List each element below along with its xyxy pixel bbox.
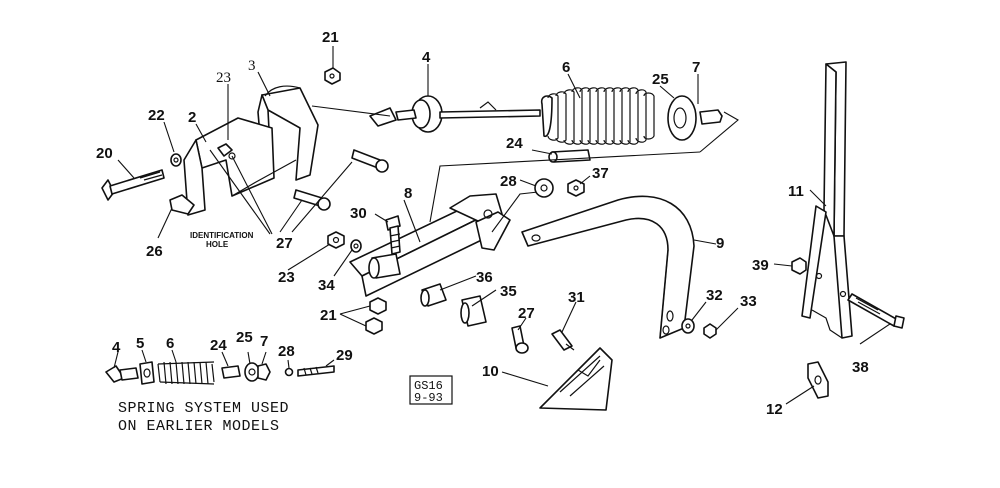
callout-11: 11 xyxy=(788,183,804,200)
bolt-part-31 xyxy=(551,329,575,351)
drawing-code-line2: 9-93 xyxy=(414,391,443,405)
callout-38: 38 xyxy=(852,359,869,376)
callout-8: 8 xyxy=(404,185,412,202)
callout-4-inset: 4 xyxy=(112,339,121,356)
pin-part-27-bottom xyxy=(511,325,529,354)
shovel-part-10 xyxy=(539,347,613,411)
spring-part-6 xyxy=(540,87,655,145)
nut-part-39 xyxy=(791,257,807,275)
standard-part-11 xyxy=(801,61,853,339)
washer-part-28-top xyxy=(534,178,554,198)
callout-22: 22 xyxy=(148,107,165,124)
callout-34: 34 xyxy=(318,277,335,294)
callout-31: 31 xyxy=(568,289,585,306)
bushing-arm xyxy=(368,253,401,279)
callout-23-top: 23 xyxy=(216,70,231,86)
pin-part-27-lower xyxy=(293,189,331,211)
callout-7-top: 7 xyxy=(692,59,700,76)
callout-12: 12 xyxy=(766,401,783,418)
callout-36: 36 xyxy=(476,269,493,286)
washer-part-34 xyxy=(350,239,362,253)
nut-part-23-top xyxy=(217,143,233,157)
callout-6-inset: 6 xyxy=(166,335,174,352)
bushing-part-36 xyxy=(420,283,447,307)
callout-35: 35 xyxy=(500,283,517,300)
callout-10: 10 xyxy=(482,363,499,380)
callout-20: 20 xyxy=(96,145,113,162)
washer-part-32 xyxy=(681,318,695,334)
bushing-part-35 xyxy=(460,295,487,327)
callout-23-lower: 23 xyxy=(278,269,295,286)
bolt-part-30 xyxy=(385,215,401,255)
bolt-part-20 xyxy=(101,169,165,201)
inset-spacer-part-24 xyxy=(221,365,241,379)
callout-3: 3 xyxy=(248,58,256,74)
callout-26: 26 xyxy=(146,243,163,260)
callout-33: 33 xyxy=(740,293,757,310)
identification-note-line1: IDENTIFICATION xyxy=(190,231,254,240)
nut-part-7-top xyxy=(699,109,723,125)
callout-9: 9 xyxy=(716,235,724,252)
washer-part-22 xyxy=(170,153,182,167)
callout-25-inset: 25 xyxy=(236,329,253,346)
inset-collar-part-25 xyxy=(244,362,260,382)
bolt-part-38 xyxy=(847,293,905,329)
leader-lines xyxy=(113,46,891,405)
callout-30: 30 xyxy=(350,205,367,222)
callout-29: 29 xyxy=(336,347,353,364)
caption-line2: ON EARLIER MODELS xyxy=(118,418,280,435)
inset-bolt-part-29 xyxy=(297,365,335,377)
callout-21-top: 21 xyxy=(322,29,339,46)
callout-4-top: 4 xyxy=(422,49,431,66)
inset-collar-part-5 xyxy=(139,361,155,385)
callout-6-top: 6 xyxy=(562,59,570,76)
callout-25-top: 25 xyxy=(652,71,669,88)
nut-part-21-lower-a xyxy=(369,297,387,315)
drawing-code-line1: GS16 xyxy=(414,379,443,393)
clip-part-12 xyxy=(807,361,829,399)
inset-rod-part-4 xyxy=(105,365,139,383)
drawing-code-box: GS16 9-93 xyxy=(409,375,453,405)
callout-27-mid: 27 xyxy=(276,235,293,252)
nut-part-21-lower-b xyxy=(365,317,383,335)
pin-part-27-upper xyxy=(351,149,389,173)
inset-washer-part-28 xyxy=(284,367,294,377)
callout-7-inset: 7 xyxy=(260,333,268,350)
callout-2: 2 xyxy=(188,109,196,126)
callout-labels: 21 23 3 4 6 25 7 22 2 20 24 28 37 8 9 11… xyxy=(96,29,869,418)
callout-24-inset: 24 xyxy=(210,337,227,354)
callout-28-inset: 28 xyxy=(278,343,295,360)
collar-part-25 xyxy=(667,95,697,141)
callout-39: 39 xyxy=(752,257,769,274)
nut-part-21-top xyxy=(324,67,341,85)
callout-27-lower: 27 xyxy=(518,305,535,322)
callout-37: 37 xyxy=(592,165,609,182)
callout-28-top: 28 xyxy=(500,173,517,190)
callout-21-lower: 21 xyxy=(320,307,337,324)
shank-part-9 xyxy=(521,195,695,339)
callout-5: 5 xyxy=(136,335,144,352)
inset-nut-part-7 xyxy=(257,363,271,381)
nut-part-23-lower xyxy=(327,231,345,249)
identification-note-line2: HOLE xyxy=(206,240,229,249)
callout-24-top: 24 xyxy=(506,135,523,152)
inset-spring-part-6 xyxy=(157,361,215,385)
nut-part-33 xyxy=(703,323,717,339)
caption-line1: SPRING SYSTEM USED xyxy=(118,400,289,417)
callout-32: 32 xyxy=(706,287,723,304)
rod-part-4 xyxy=(369,95,541,133)
bracket-part-2 xyxy=(183,117,297,216)
